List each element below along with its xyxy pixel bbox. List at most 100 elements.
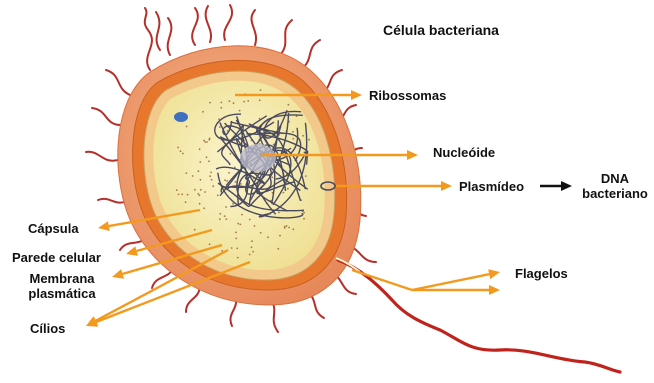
ribosome-dot (219, 218, 221, 220)
ribosome-dot (305, 175, 307, 177)
ribosome-dot (308, 139, 310, 141)
ribosome-dot (219, 126, 221, 128)
ribosome-dot (284, 226, 286, 228)
ribosome-dot (267, 236, 269, 238)
ribosome-dot (220, 107, 222, 109)
ribosome-dot (277, 248, 279, 250)
label-membrana-line2: plasmática (22, 286, 102, 301)
arrow-head (126, 246, 138, 256)
arrow-head (351, 90, 362, 100)
ribosome-dot (199, 203, 201, 205)
ribosome-dot (235, 181, 237, 183)
ribosome-dot (292, 138, 294, 140)
ribosome-dot (187, 194, 189, 196)
ribosome-dot (249, 254, 251, 256)
ribosome-dot (249, 219, 251, 221)
ribosome-dot (204, 191, 206, 193)
ribosome-dot (260, 89, 262, 91)
ribosome-dot (288, 104, 290, 106)
ribosome-dot (199, 195, 201, 197)
ribosome-dot (302, 135, 304, 137)
ribosome-dot (199, 161, 201, 163)
ribosome-dot (239, 110, 241, 112)
ribosome-dot (303, 218, 305, 220)
ribosome-dot (224, 179, 226, 181)
ribosome-dot (239, 224, 241, 226)
label-dna-line2: bacteriano (575, 186, 654, 201)
ribosome-dot (200, 189, 202, 191)
ribosome-dot (209, 243, 211, 245)
ribosome-dot (286, 225, 288, 227)
ribosome-dot (303, 212, 305, 214)
label-plasmideo: Plasmídeo (459, 179, 524, 194)
ribosome-dot (185, 201, 187, 203)
ribosome-dot (194, 189, 196, 191)
ribosome-dot (210, 172, 212, 174)
ribosome-dot (208, 160, 210, 162)
arrow-head (98, 221, 110, 231)
ribosome-dot (240, 183, 242, 185)
ribosome-dot (288, 227, 290, 229)
ribosome-dot (278, 212, 280, 214)
flagelos-arrow-stem (352, 270, 412, 290)
arrow-head (112, 269, 124, 279)
ribosome-dot (219, 213, 221, 215)
ribosome-dot (251, 246, 253, 248)
ribosome-dot (192, 175, 194, 177)
ribosome-dot (254, 225, 256, 227)
ribosome-dot (237, 223, 239, 225)
nucleoid-center (240, 144, 276, 172)
label-dna-bacteriano: DNA bacteriano (575, 171, 654, 201)
ribosome-dot (198, 170, 200, 172)
arrow-head (489, 285, 500, 295)
ribosome-dot (252, 251, 254, 253)
ribosome-dot (221, 102, 223, 104)
ribosome-dot (228, 172, 230, 174)
ribosome-dot (202, 111, 204, 113)
ribosome-dot (197, 193, 199, 195)
ribosome-dot (279, 235, 281, 237)
arrow-shaft (412, 274, 489, 290)
ribosome-dot (241, 214, 243, 216)
ribosome-dot (211, 179, 213, 181)
ribosome-dot (194, 229, 196, 231)
label-membrana-plasmatica: Membrana plasmática (22, 271, 102, 301)
arrow-head (407, 150, 418, 160)
ribosome-dot (185, 172, 187, 174)
ribosome-dot (271, 176, 273, 178)
ribosome-dot (233, 102, 235, 104)
ribosome-dot (176, 189, 178, 191)
label-flagelos: Flagelos (515, 266, 568, 281)
ribosome-dot (259, 99, 261, 101)
ribosome-dot (235, 232, 237, 234)
ribosome-dot (208, 139, 210, 141)
arrow-head (561, 181, 572, 191)
ribosome-dot (260, 232, 262, 234)
ribosome-dot (182, 153, 184, 155)
ribosome-dot (206, 156, 208, 158)
ribosome-dot (225, 218, 227, 220)
arrow-flagelos-upper (412, 269, 500, 290)
ribosome-dot (231, 247, 233, 249)
label-cilios: Cílios (30, 321, 65, 336)
ribosome-dot (177, 147, 179, 149)
ribosome-dot (243, 101, 245, 103)
ribosome-dot (287, 188, 289, 190)
ribosome-dot (283, 192, 285, 194)
ribosome-dot (217, 195, 219, 197)
arrow-head (441, 181, 452, 191)
ribosome-dot (212, 185, 214, 187)
label-ribossomas: Ribossomas (369, 88, 446, 103)
ribosome-dot (209, 175, 211, 177)
label-membrana-line1: Membrana (22, 271, 102, 286)
ribosome-dot (199, 148, 201, 150)
ribosome-dot (236, 248, 238, 250)
arrow-dna-bacteriano (540, 181, 572, 191)
label-parede-celular: Parede celular (12, 250, 101, 265)
ribosome-dot (226, 180, 228, 182)
ribosome-dot (237, 257, 239, 259)
arrow-head (488, 269, 500, 279)
label-nucleoide: Nucleóide (433, 145, 495, 160)
ribosome-dot (247, 100, 249, 102)
